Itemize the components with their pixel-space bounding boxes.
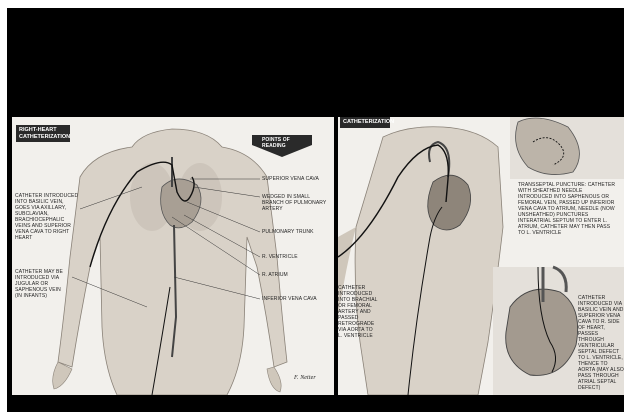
label-r-ventricle: R. VENTRICLE [262, 254, 332, 260]
right-illustration-panel: CATHETERIZATION TRANSSEPTAL PUNCTURE: CA… [338, 117, 624, 395]
note-retrograde-aorta: CATHETER INTRODUCED INTO BRACHIAL OR FEM… [338, 285, 378, 339]
left-illustration-panel: RIGHT-HEART CATHETERIZATION POINTS OF RE… [12, 117, 334, 395]
artist-signature: F. Netter [294, 375, 332, 381]
label-inferior-vena-cava: INFERIOR VENA CAVA [262, 296, 332, 302]
note-basilic-vein: CATHETER INTRODUCED INTO BASILIC VEIN, G… [15, 193, 79, 241]
right-panel-header: CATHETERIZATION [340, 117, 390, 128]
note-jugular-saphenous: CATHETER MAY BE INTRODUCED VIA JUGULAR O… [15, 269, 67, 299]
label-pulmonary-trunk: PULMONARY TRUNK [262, 229, 332, 235]
points-of-reading-label: POINTS OF READING [262, 137, 312, 149]
label-pulmonary-artery-wedge: WEDGED IN SMALL BRANCH OF PULMONARY ARTE… [262, 194, 332, 212]
note-ventricular-septal-defect: CATHETER INTRODUCED VIA BASILIC VEIN AND… [578, 295, 624, 391]
note-transseptal-puncture: TRANSSEPTAL PUNCTURE: CATHETER WITH SHEA… [518, 182, 618, 236]
label-r-atrium: R. ATRIUM [262, 272, 332, 278]
left-panel-header: RIGHT-HEART CATHETERIZATION [16, 125, 70, 142]
label-superior-vena-cava: SUPERIOR VENA CAVA [262, 176, 332, 182]
